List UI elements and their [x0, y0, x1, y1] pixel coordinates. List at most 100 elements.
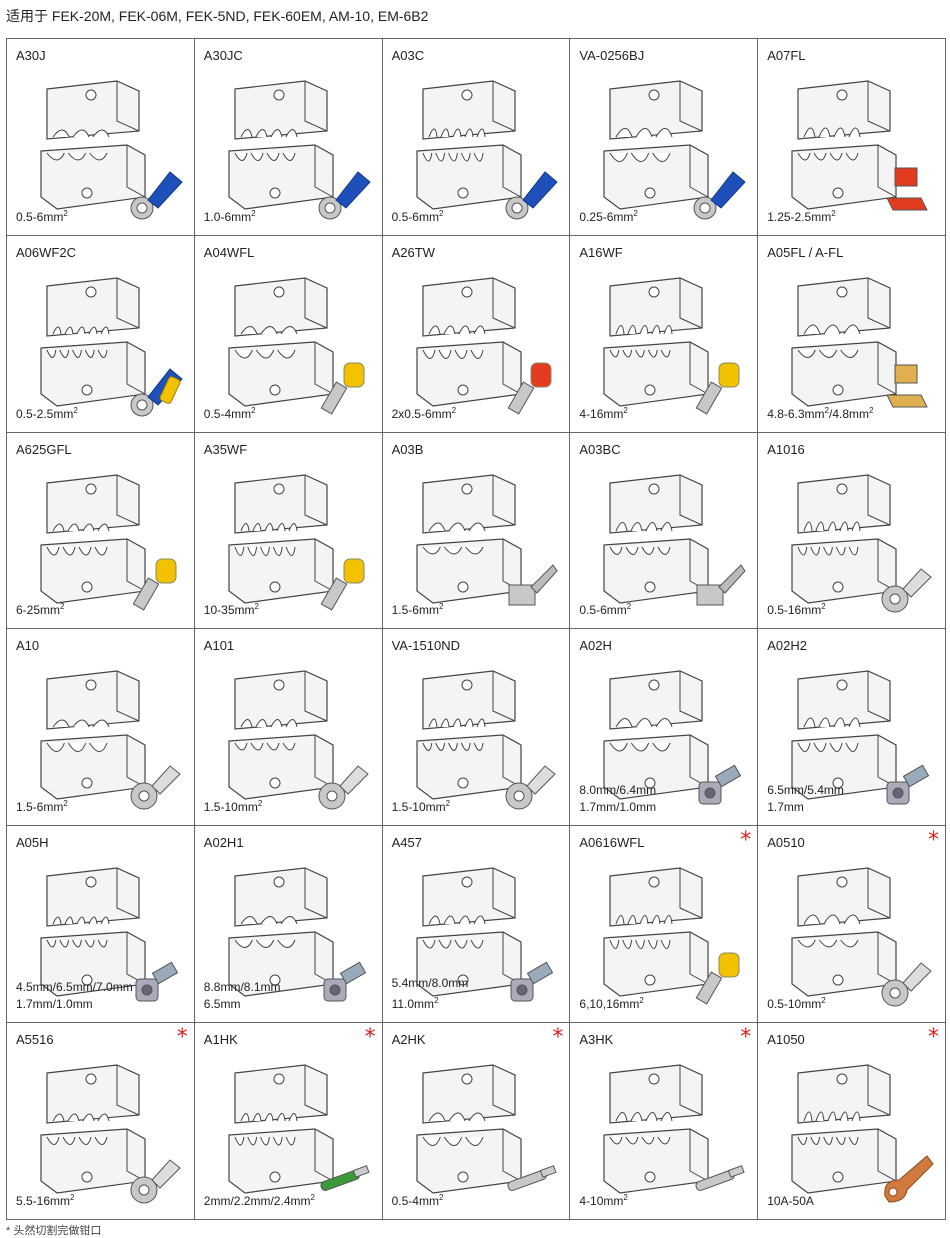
wire-range-spec: 4-16mm2	[579, 405, 628, 421]
wire-range-spec: 2x0.5-6mm2	[391, 405, 457, 421]
wire-range-spec: 0.5-16mm2	[767, 602, 826, 618]
wire-range-spec: 10A-50A	[767, 1193, 814, 1208]
die-code: A02H	[579, 638, 612, 654]
die-code: A02H2	[767, 638, 807, 654]
die-cell: A5516*5.5-16mm2	[7, 1023, 195, 1220]
wire-range-spec: 5.5-16mm2	[16, 1192, 75, 1208]
crimp-die-drawing	[215, 463, 345, 618]
die-code: A457	[391, 835, 422, 851]
wire-range-spec: 1.5-6mm2	[16, 799, 68, 815]
die-cell: A03C 0.5-6mm2	[382, 39, 571, 236]
die-code: VA-0256BJ	[579, 48, 645, 63]
bnc-icon	[126, 949, 186, 1016]
crimp-die-drawing	[778, 1053, 908, 1208]
wire-range-spec: 1.5-6mm2	[391, 602, 444, 618]
wire-range-spec: 4-10mm2	[579, 1192, 628, 1208]
wire-range-spec: 1.25-2.5mm2	[767, 208, 836, 224]
wire-range-spec: 0.5-2.5mm2	[16, 405, 78, 421]
crimp-die-drawing	[590, 659, 720, 814]
crimp-die-drawing	[27, 463, 157, 618]
bnc-icon	[501, 949, 561, 1016]
ring-blue-icon	[314, 162, 374, 229]
die-code: A0616WFL	[579, 835, 645, 851]
crimp-die-drawing	[403, 463, 533, 618]
ring-silver-icon	[126, 752, 186, 819]
ring-silver-icon	[126, 1146, 186, 1213]
crimp-die-drawing	[215, 266, 345, 421]
crimp-die-drawing	[778, 69, 908, 224]
crimp-die-drawing	[778, 463, 908, 618]
bnc-icon	[877, 752, 937, 819]
star-marker: *	[928, 1025, 939, 1051]
die-code: A10	[16, 638, 40, 654]
wire-range-spec: 0.5-6mm2	[391, 208, 444, 224]
die-cell: A1HK * 2mm/2.2mm/2.4mm2	[194, 1023, 383, 1220]
ferrule-yellow-icon	[689, 949, 749, 1016]
footnote: * 头然切割完做钳口	[6, 1225, 102, 1237]
die-code: A03C	[391, 48, 425, 63]
wire-range-spec: 1.5-10mm2	[391, 799, 451, 815]
die-cell: A03BC 0.5-6mm2	[570, 432, 759, 630]
die-code: A1050	[767, 1032, 805, 1048]
die-cell: A1050 * 10A-50A	[758, 1023, 946, 1220]
crimp-die-drawing	[403, 1053, 533, 1208]
bnc-icon	[689, 752, 749, 819]
crimp-die-drawing	[403, 69, 533, 224]
flag-gold-icon	[877, 359, 937, 426]
die-code: A101	[203, 638, 235, 654]
pin-silver-icon	[501, 1146, 561, 1213]
star-marker: *	[552, 1025, 564, 1051]
crimp-die-drawing	[27, 266, 157, 421]
wire-range-spec: 6,10,16mm2	[579, 996, 644, 1012]
ring-blue-ferrule-icon	[126, 359, 186, 426]
crimp-die-drawing	[778, 659, 908, 814]
star-marker: *	[364, 1025, 376, 1051]
crimp-die-drawing	[590, 69, 720, 224]
ring-blue-icon	[689, 162, 749, 229]
pin-green-icon	[314, 1146, 374, 1213]
crimp-die-drawing	[27, 69, 157, 224]
wire-range-spec: 0.5-4mm2	[203, 405, 256, 421]
die-code: A1HK	[203, 1032, 238, 1048]
die-cell: A10 1.5-6mm2	[7, 629, 195, 827]
die-code: A03BC	[579, 441, 621, 457]
crimp-die-drawing	[403, 659, 533, 814]
ring-silver-icon	[314, 752, 374, 819]
crimp-die-drawing	[403, 266, 533, 421]
die-code: A30JC	[203, 48, 243, 63]
die-cell: A06WF2C 0.5-2.5mm2	[7, 235, 195, 433]
spade-open-icon	[689, 555, 749, 622]
die-cell: A03B 1.5-6mm2	[382, 432, 571, 630]
die-code: A3HK	[579, 1032, 614, 1048]
wire-range-spec: 0.5-6mm2	[579, 602, 632, 618]
star-marker: *	[176, 1025, 188, 1051]
pin-silver-icon	[689, 1146, 749, 1213]
crimp-die-drawing	[215, 69, 345, 224]
crimp-die-drawing	[590, 266, 720, 421]
star-marker: *	[740, 828, 752, 854]
wire-range-spec: 1.0-6mm2	[203, 208, 256, 224]
die-code: A07FL	[767, 48, 806, 63]
star-marker: *	[928, 828, 939, 854]
die-code: A1016	[767, 441, 805, 457]
crimp-die-drawing	[27, 659, 157, 814]
die-code: A05FL / A-FL	[767, 244, 844, 260]
wire-range-spec: 2mm/2.2mm/2.4mm2	[203, 1192, 315, 1208]
star-marker: *	[740, 1025, 752, 1051]
die-code: A03B	[391, 441, 424, 457]
die-code: A06WF2C	[16, 244, 76, 260]
ring-silver-icon	[877, 555, 937, 622]
crimp-die-drawing	[215, 856, 345, 1011]
